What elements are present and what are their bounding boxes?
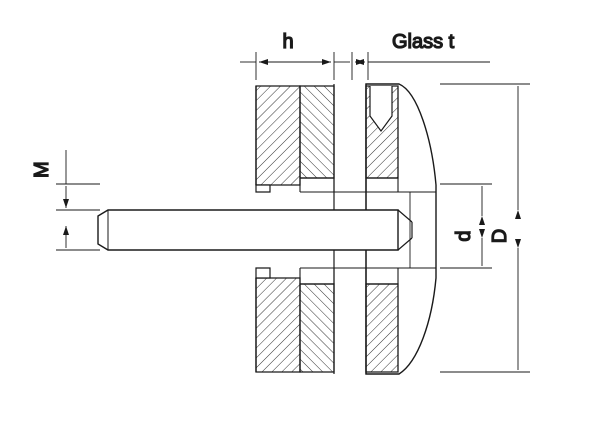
dimension-h (240, 52, 350, 80)
geometry-group: h Glass t M (30, 30, 530, 375)
dimension-label-d: d (453, 230, 475, 241)
dimension-label-D: D (489, 229, 511, 243)
dimension-D (440, 83, 530, 373)
dimension-label-glass-t: Glass t (392, 31, 455, 53)
sleeve-section (299, 85, 335, 373)
bolt-shaft (97, 209, 413, 251)
wall-plate-back (255, 85, 301, 373)
dimension-label-M: M (31, 161, 53, 178)
dimension-M (56, 150, 100, 251)
dimension-glass-t (351, 52, 490, 80)
dimension-label-h: h (282, 31, 293, 53)
thread-channel (299, 178, 436, 284)
dimension-d (440, 183, 492, 269)
socket-bore (369, 86, 393, 133)
